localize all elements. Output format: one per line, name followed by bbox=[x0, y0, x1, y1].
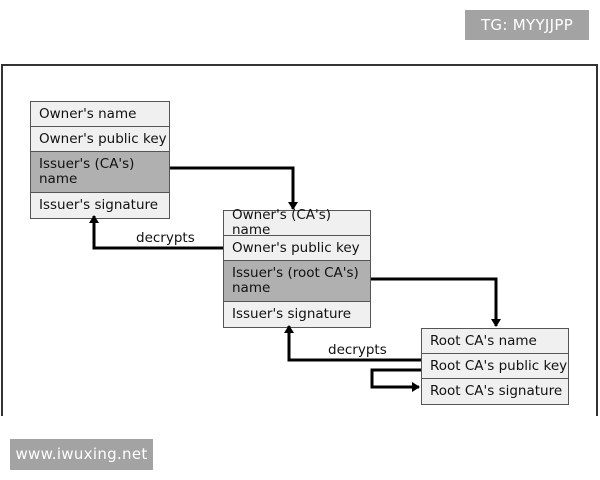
field-issuer-name: Issuer's (CA's) name bbox=[31, 152, 169, 193]
field-root-public-key: Root CA's public key bbox=[422, 354, 568, 379]
decrypts-label-2: decrypts bbox=[328, 342, 387, 358]
certificate-intermediate-ca: Owner's (CA's) name Owner's public key I… bbox=[223, 208, 371, 328]
arrow-issuer-to-ca bbox=[170, 166, 298, 210]
diagram-frame bbox=[1, 64, 598, 424]
field-root-signature: Root CA's signature bbox=[430, 383, 563, 399]
field-owner-name: Owner's (CA's) name bbox=[224, 208, 370, 238]
certificate-end-entity: Owner's name Owner's public key Issuer's… bbox=[30, 101, 170, 219]
field-issuer-name: Issuer's (root CA's) name bbox=[224, 261, 370, 302]
arrow-decrypts-cert2 bbox=[284, 325, 421, 362]
field-root-name: Root CA's name bbox=[422, 329, 568, 354]
watermark-top: TG: MYYJJPP bbox=[465, 10, 589, 40]
field-owner-public-key: Owner's public key bbox=[31, 127, 169, 152]
field-owner-public-key: Owner's public key bbox=[224, 236, 370, 261]
arrow-issuer-to-root bbox=[371, 277, 501, 327]
field-issuer-signature: Issuer's signature bbox=[232, 306, 352, 322]
arrow-root-self-sign bbox=[370, 368, 421, 392]
arrow-decrypts-cert1 bbox=[89, 215, 223, 250]
field-issuer-signature: Issuer's signature bbox=[39, 197, 159, 213]
field-owner-name: Owner's name bbox=[31, 102, 169, 127]
watermark-bottom: www.iwuxing.net bbox=[10, 439, 153, 470]
decrypts-label-1: decrypts bbox=[136, 230, 195, 246]
certificate-root-ca: Root CA's name Root CA's public key Root… bbox=[421, 328, 569, 405]
